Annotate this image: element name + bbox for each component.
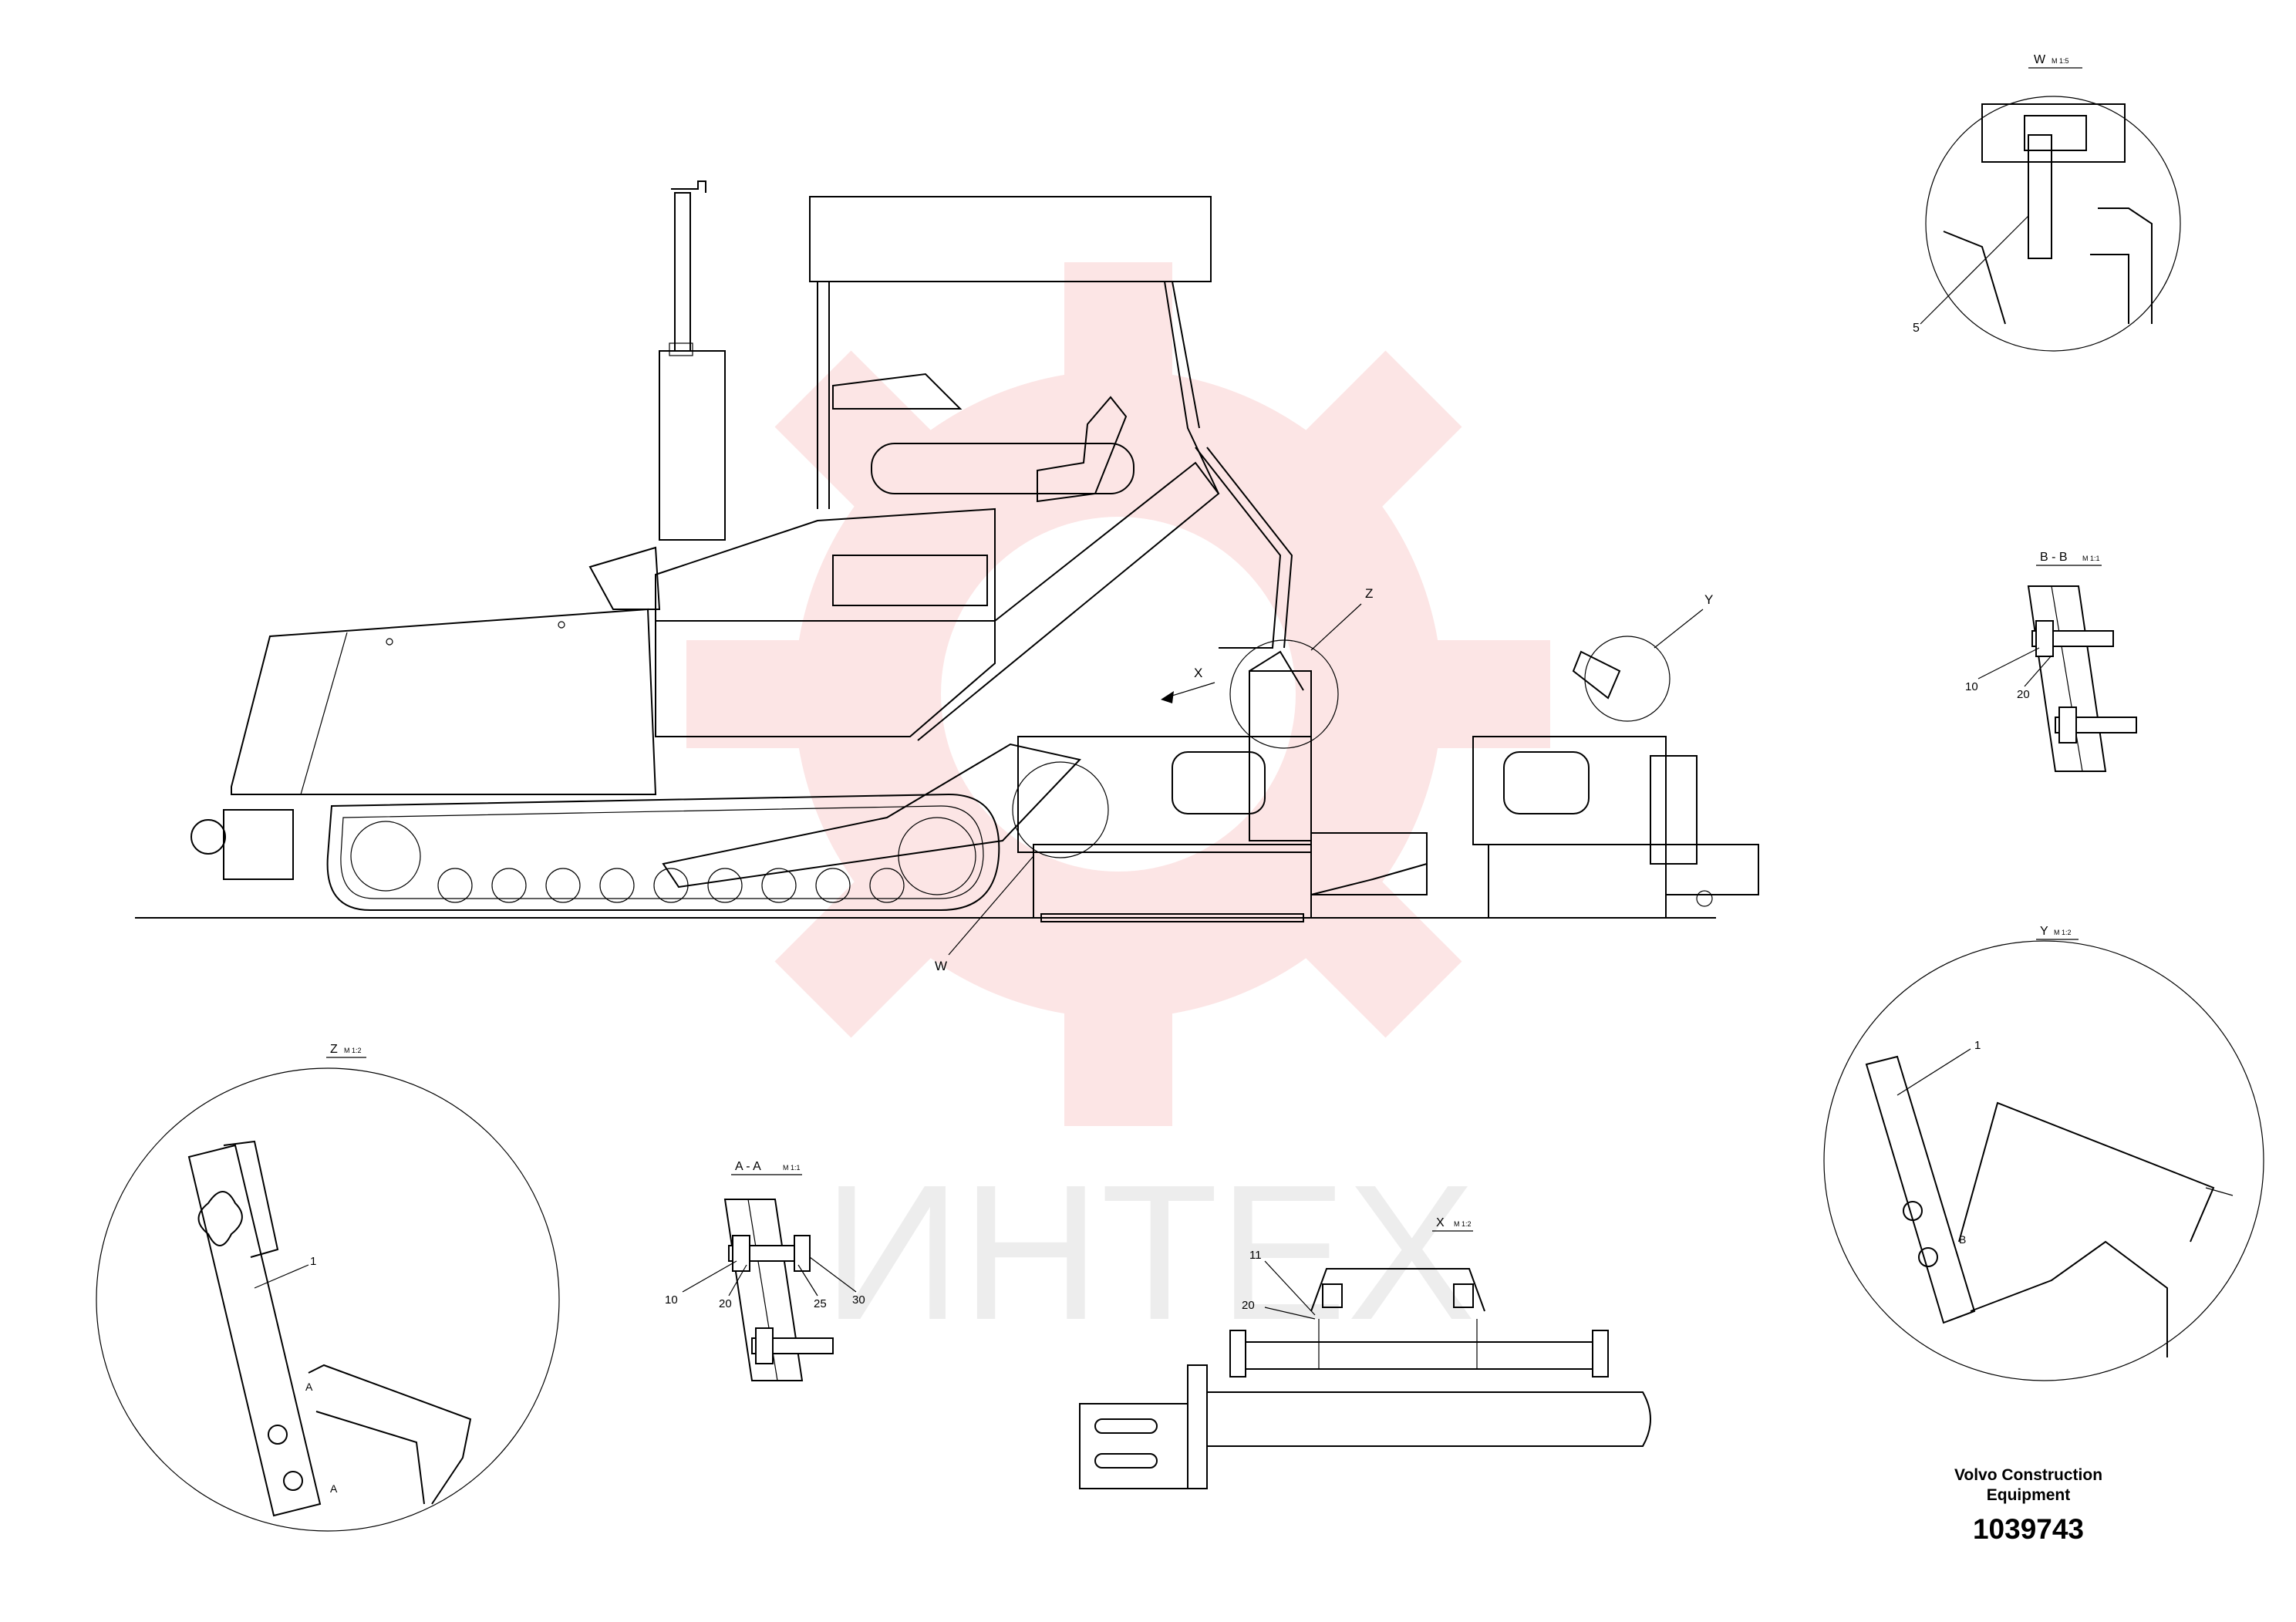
watermark: ИНТЕХ [686, 262, 1550, 1360]
detail-x-part-20: 20 [1242, 1299, 1255, 1312]
callout-w-label: W [935, 959, 947, 973]
watermark-text: ИНТЕХ [823, 1145, 1475, 1360]
detail-z: Z M 1:2 1 A A [96, 1043, 560, 1532]
exhaust-stack [659, 350, 726, 541]
detail-x-title: X [1436, 1216, 1445, 1229]
drawing-number: 1039743 [1972, 1513, 2085, 1545]
detail-y-part: 1 [1974, 1039, 1981, 1052]
detail-bb-scale: M 1:1 [2082, 555, 2100, 562]
callout-x-label: X [1194, 666, 1202, 680]
company-name-line2: Equipment [1986, 1486, 2071, 1504]
detail-aa-part-20: 20 [719, 1297, 732, 1310]
detail-w-scale: M 1:5 [2052, 57, 2069, 65]
detail-y-title: Y [2040, 925, 2048, 938]
screed-extension [1472, 650, 1759, 919]
watermark-gear-icon [686, 262, 1550, 1126]
crawler-track [326, 793, 1000, 911]
detail-x-part-11: 11 [1249, 1249, 1262, 1262]
detail-aa: A - A M 1:1 10 20 25 30 [665, 1160, 865, 1381]
detail-aa-scale: M 1:1 [783, 1164, 801, 1172]
callout-z-label: Z [1365, 586, 1373, 601]
detail-y-circle [1823, 940, 2264, 1381]
detail-aa-title: A - A [735, 1160, 761, 1173]
detail-z-section-mark-top: A [305, 1381, 313, 1393]
callout-circle-w [1012, 761, 1109, 858]
screed-tow-arm [662, 743, 1081, 889]
canopy-roof [809, 196, 1212, 282]
detail-w: W M 1:5 5 [1913, 53, 2181, 352]
engine-hood [655, 508, 996, 622]
detail-bb: B - B M 1:1 10 20 [1965, 551, 2137, 772]
detail-aa-part-10: 10 [665, 1293, 678, 1307]
detail-z-part: 1 [310, 1255, 316, 1268]
detail-aa-part-25: 25 [814, 1297, 827, 1310]
company-name-line1: Volvo Construction [1954, 1466, 2103, 1484]
detail-w-circle [1925, 96, 2181, 352]
detail-bb-title: B - B [2040, 551, 2068, 564]
detail-bb-part-20: 20 [2017, 688, 2030, 701]
detail-z-scale: M 1:2 [344, 1047, 362, 1054]
detail-z-circle [96, 1067, 560, 1532]
callout-circle-z [1229, 639, 1339, 749]
detail-aa-part-30: 30 [852, 1293, 865, 1307]
detail-x: X M 1:2 11 20 [1079, 1216, 1651, 1489]
main-view: Z Y X W [135, 180, 1759, 973]
operator-seat [1037, 396, 1128, 503]
screed-front [1017, 670, 1428, 922]
detail-w-part: 5 [1913, 322, 1920, 335]
detail-w-title: W [2034, 53, 2046, 66]
callout-y-label: Y [1704, 592, 1713, 607]
detail-x-scale: M 1:2 [1454, 1220, 1472, 1228]
callout-circle-y [1584, 636, 1671, 722]
detail-y: Y M 1:2 1 B [1823, 925, 2264, 1381]
detail-z-title: Z [330, 1043, 338, 1056]
detail-y-scale: M 1:2 [2054, 929, 2072, 936]
title-block: Volvo Construction Equipment 1039743 [1897, 1465, 2159, 1546]
detail-bb-part-10: 10 [1965, 680, 1978, 693]
detail-y-section-mark: B [1959, 1233, 1966, 1246]
detail-z-section-mark-bottom: A [330, 1482, 338, 1495]
push-roller [190, 819, 226, 855]
hopper [231, 608, 657, 795]
